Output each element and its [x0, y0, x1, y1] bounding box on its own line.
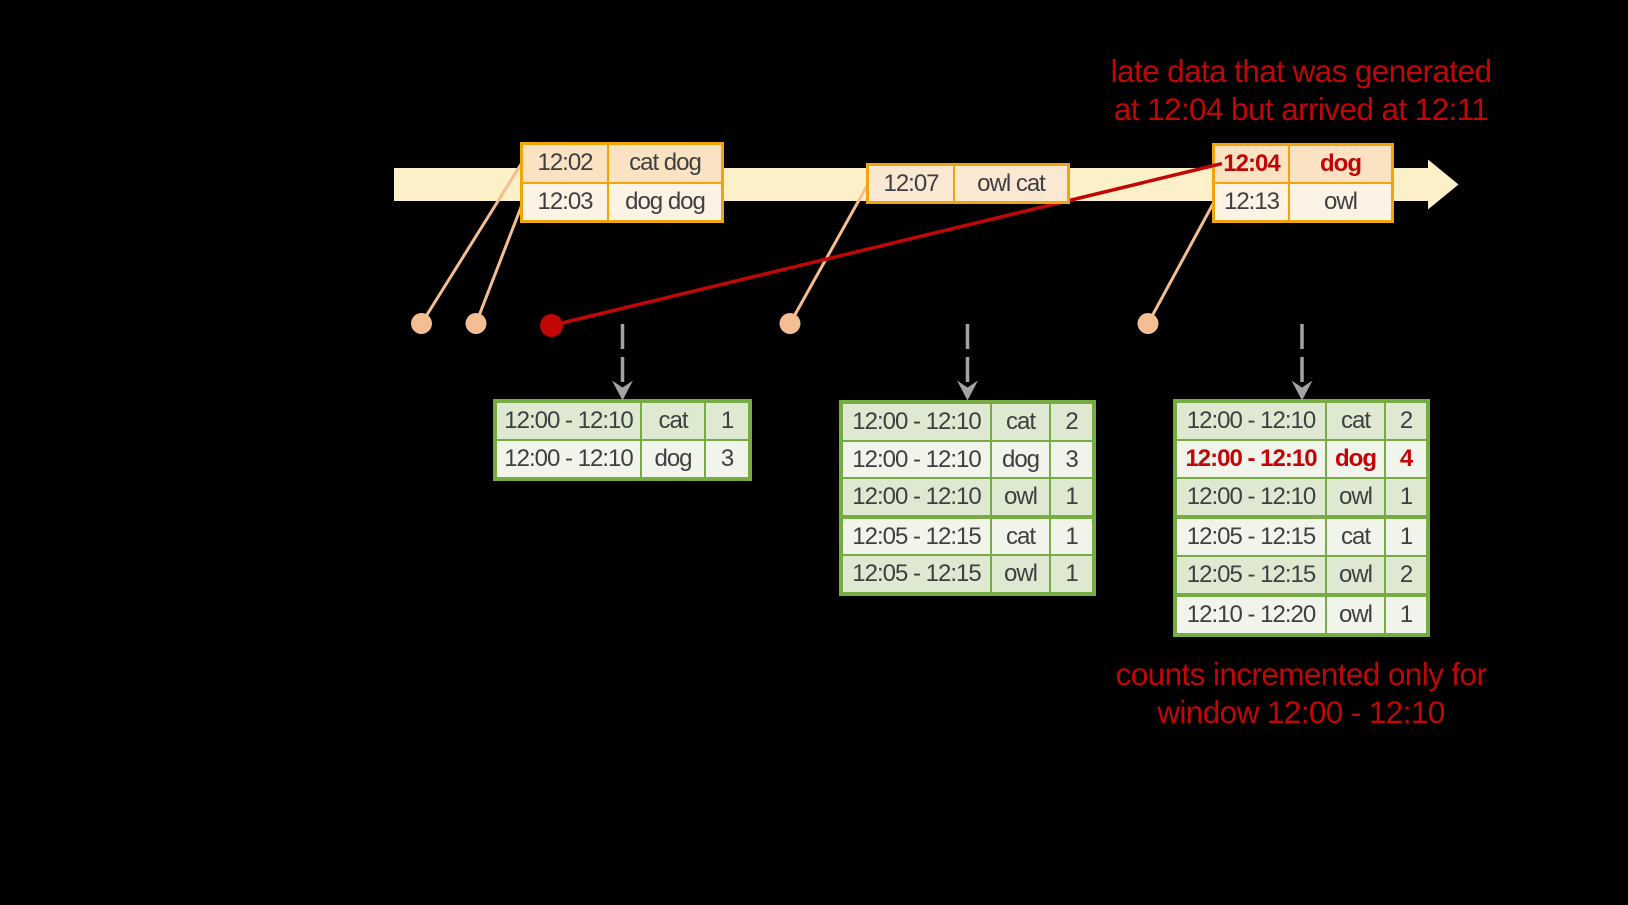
window-cell: 12:05 - 12:15 [843, 556, 990, 592]
window-cell: 12:00 - 12:10 [497, 441, 640, 477]
count-cell: 1 [1051, 518, 1092, 554]
connector-12-13 [1146, 200, 1216, 325]
late-data-annotation-line1: late data that was generated [1110, 53, 1492, 89]
count-cell: 3 [1051, 441, 1092, 477]
connector-12-03 [474, 200, 525, 325]
window-cell: 12:05 - 12:15 [843, 518, 990, 554]
arrival-dot-12-07 [779, 313, 801, 334]
event-box-12-04-12-13: 12:04 dog 12:13 owl [1212, 143, 1394, 223]
count-cell: 1 [706, 403, 748, 439]
result-table-1: 12:00 - 12:10 cat 1 12:00 - 12:10 dog 3 [493, 399, 752, 481]
late-data-connector [549, 163, 1218, 328]
event-time-arrowhead-icon [1428, 159, 1459, 210]
word-cell: dog [1327, 441, 1384, 477]
counts-annotation-line2: window 12:00 - 12:10 [1157, 694, 1445, 730]
word-cell: dog [642, 441, 704, 477]
word-cell: cat [992, 404, 1049, 440]
table-row: 12:00 - 12:10 dog 3 [497, 439, 748, 477]
table-row: 12:00 - 12:10 dog 3 [843, 439, 1092, 477]
table-row: 12:00 - 12:10 cat 2 [1177, 403, 1426, 439]
event-words: dog dog [609, 183, 721, 220]
table-row-late-update: 12:00 - 12:10 dog 4 [1177, 439, 1426, 477]
table-row: 12:00 - 12:10 cat 1 [497, 403, 748, 439]
window-cell: 12:00 - 12:10 [1177, 403, 1325, 439]
result-table-2: 12:00 - 12:10 cat 2 12:00 - 12:10 dog 3 … [839, 400, 1096, 596]
event-time-late: 12:04 [1215, 146, 1288, 182]
table-row: 12:00 - 12:10 owl 1 [1177, 477, 1426, 515]
event-time: 12:07 [869, 166, 953, 201]
word-cell: owl [1327, 597, 1384, 633]
trigger-arrow-2 [957, 324, 978, 401]
word-cell: owl [992, 556, 1049, 592]
counts-annotation: counts incremented only for window 12:00… [1001, 655, 1601, 731]
late-data-annotation: late data that was generated at 12:04 bu… [1001, 52, 1601, 128]
event-words: owl [1290, 184, 1391, 220]
word-cell: owl [1327, 479, 1384, 515]
word-cell: cat [1327, 519, 1384, 555]
window-cell: 12:10 - 12:20 [1177, 597, 1325, 633]
count-cell: 1 [1386, 597, 1426, 633]
table-row: 12:05 - 12:15 cat 1 [843, 514, 1092, 554]
arrival-dot-12-13 [1137, 313, 1159, 334]
window-cell: 12:00 - 12:10 [497, 403, 640, 439]
arrival-dot-12-02 [411, 313, 432, 334]
result-table-3: 12:00 - 12:10 cat 2 12:00 - 12:10 dog 4 … [1173, 399, 1430, 637]
event-box-12-02-12-03: 12:02 cat dog 12:03 dog dog [520, 142, 724, 223]
table-row: 12:05 - 12:15 owl 2 [1177, 555, 1426, 593]
word-cell: dog [992, 441, 1049, 477]
window-cell: 12:05 - 12:15 [1177, 519, 1325, 555]
trigger-arrow-1 [612, 324, 633, 401]
count-cell: 1 [1051, 479, 1092, 515]
window-cell: 12:00 - 12:10 [843, 404, 990, 440]
table-row: 12:05 - 12:15 owl 1 [843, 554, 1092, 592]
window-cell: 12:00 - 12:10 [843, 479, 990, 515]
trigger-arrow-3 [1291, 324, 1313, 401]
word-cell: cat [1327, 403, 1384, 439]
event-box-12-07: 12:07 owl cat [866, 163, 1070, 204]
count-cell: 1 [1051, 556, 1092, 592]
count-cell: 2 [1386, 403, 1426, 439]
window-cell: 12:00 - 12:10 [843, 441, 990, 477]
table-row: 12:00 - 12:10 cat 2 [843, 404, 1092, 440]
word-cell: owl [992, 479, 1049, 515]
late-data-annotation-line2: at 12:04 but arrived at 12:11 [1113, 91, 1489, 127]
arrival-dot-12-03 [465, 313, 487, 334]
count-cell: 1 [1386, 479, 1426, 515]
count-cell: 4 [1386, 441, 1426, 477]
word-cell: cat [992, 518, 1049, 554]
table-row: 12:05 - 12:15 cat 1 [1177, 515, 1426, 555]
count-cell: 3 [706, 441, 748, 477]
count-cell: 1 [1386, 519, 1426, 555]
count-cell: 2 [1386, 557, 1426, 593]
word-cell: owl [1327, 557, 1384, 593]
table-row: 12:00 - 12:10 owl 1 [843, 477, 1092, 515]
window-cell: 12:00 - 12:10 [1177, 441, 1325, 477]
arrival-dot-late-12-04 [540, 314, 563, 337]
connector-12-07 [788, 182, 870, 325]
window-cell: 12:00 - 12:10 [1177, 479, 1325, 515]
event-time: 12:03 [523, 183, 607, 220]
event-words-late: dog [1290, 146, 1391, 182]
event-words: cat dog [609, 145, 721, 182]
count-cell: 2 [1051, 404, 1092, 440]
event-words: owl cat [955, 166, 1067, 201]
event-time: 12:02 [523, 145, 607, 182]
connector-12-02 [420, 159, 525, 325]
word-cell: cat [642, 403, 704, 439]
event-time: 12:13 [1215, 184, 1288, 220]
window-cell: 12:05 - 12:15 [1177, 557, 1325, 593]
table-row: 12:10 - 12:20 owl 1 [1177, 593, 1426, 633]
counts-annotation-line1: counts incremented only for [1115, 656, 1487, 692]
